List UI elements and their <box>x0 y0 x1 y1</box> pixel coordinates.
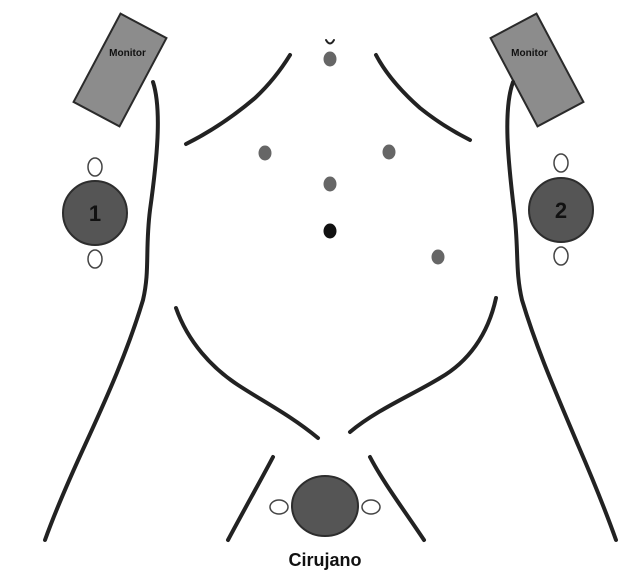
thigh-left-line <box>228 457 273 540</box>
assistant-2-number: 2 <box>555 198 567 223</box>
thigh-right-line <box>370 457 424 540</box>
surgeon-body <box>292 476 358 536</box>
monitor-right-label: Monitor <box>511 48 548 59</box>
port-right-lower <box>432 250 445 265</box>
patient-body-outline <box>45 55 616 540</box>
monitor-left: Monitor <box>74 14 167 127</box>
rib-margin-left-line <box>186 55 290 144</box>
surgeon-hand-left <box>270 500 288 514</box>
port-midline-center <box>324 177 337 192</box>
body-right-side-line <box>507 82 616 540</box>
assistant-1-hand-bottom <box>88 250 102 268</box>
inguinal-left-line <box>176 308 318 438</box>
monitor-left-box <box>74 14 167 127</box>
camera-port <box>324 224 337 239</box>
assistant-1: 1 <box>63 158 127 268</box>
assistant-1-hand-top <box>88 158 102 176</box>
port-left-upper <box>259 146 272 161</box>
surgeon-label: Cirujano <box>288 550 361 570</box>
assistant-2: 2 <box>529 154 593 265</box>
surgeon: Cirujano <box>270 476 380 570</box>
monitor-right-box <box>491 14 584 127</box>
monitor-right: Monitor <box>491 14 584 127</box>
rib-margin-right-line <box>376 55 470 140</box>
assistant-1-number: 1 <box>89 201 101 226</box>
umbilicus-mark <box>326 40 334 44</box>
port-right-upper <box>383 145 396 160</box>
monitor-left-label: Monitor <box>109 48 146 59</box>
body-left-side-line <box>45 82 158 540</box>
surgeon-hand-right <box>362 500 380 514</box>
port-upper-midline <box>324 52 337 67</box>
assistant-2-hand-top <box>554 154 568 172</box>
port-markers <box>259 40 445 265</box>
inguinal-right-line <box>350 298 496 432</box>
assistant-2-hand-bottom <box>554 247 568 265</box>
